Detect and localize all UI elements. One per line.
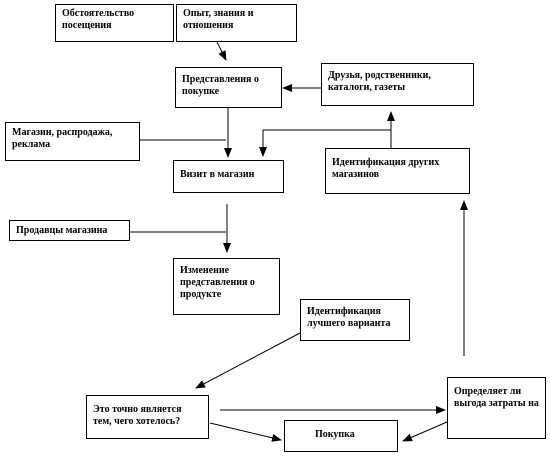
node-change: Изменение представления о продукте: [173, 258, 280, 315]
arrow-experience-to-beliefs: [216, 41, 227, 61]
node-stores-ads: Магазин, распродажа, реклама: [5, 122, 140, 161]
arrow-identify-other-to-visit: [259, 129, 391, 157]
node-visit: Визит в магазин: [173, 160, 284, 193]
node-wanted: Это точно является тем, чего хотелось?: [86, 395, 209, 439]
node-experience: Опыт, знания и отношения: [176, 4, 297, 42]
arrow-wanted-to-purchase: [209, 422, 282, 442]
node-identify-best: Идентификация лучшего варианта: [300, 299, 410, 341]
node-decides: Определяет ли выгода затраты на: [447, 377, 546, 439]
node-circumstance: Обстоятельство посещения: [55, 4, 174, 42]
arrow-identify-best-to-wanted: [195, 332, 301, 389]
node-identify-other: Идентификация других магазинов: [325, 148, 470, 194]
arrow-decides-to-purchase: [402, 421, 448, 442]
node-beliefs: Представления о покупке: [175, 67, 282, 108]
node-friends: Друзья, родственники, каталоги, газеты: [321, 63, 474, 106]
node-purchase: Покупка: [284, 420, 398, 452]
node-sellers: Продавцы магазина: [9, 220, 130, 241]
